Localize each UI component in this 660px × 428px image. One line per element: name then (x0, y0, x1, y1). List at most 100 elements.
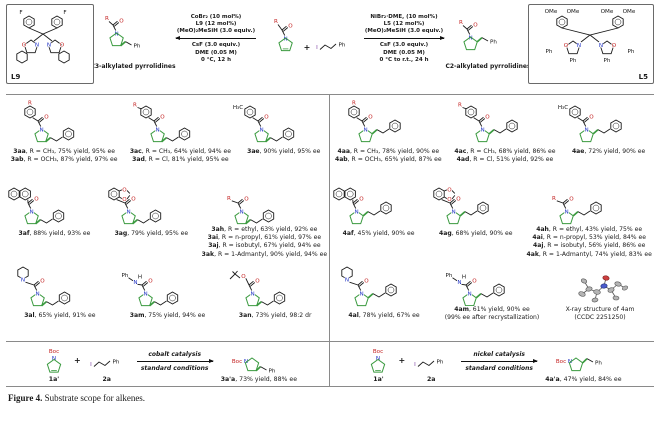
atom-n: N (354, 210, 358, 216)
ligand-l9-label: L9 (11, 73, 21, 81)
compound-cell-4ag: O O O N 4ag, 68% yield, 90% ee (427, 177, 524, 259)
compound-cell-4am: Ph N H O N 4am, 61% yield, 90% ee (99% e… (438, 259, 546, 341)
phenyl-label: Ph (595, 361, 602, 367)
atom-n: N (156, 128, 160, 134)
r-group-label: R (274, 19, 278, 25)
atom-o: O (44, 115, 49, 121)
structure-4af: O N (332, 187, 431, 230)
compound-cell-4al: N O N 4al, 78% yield, 67% ee (330, 259, 438, 341)
atom-o: O (35, 197, 40, 203)
r-group-label: R (458, 103, 462, 109)
atom-o: O (569, 197, 574, 203)
ligand-l5-label: L5 (638, 73, 648, 81)
atom-o: O (359, 197, 364, 203)
compound-labels: 3ag, 79% yield, 95% ee (115, 230, 189, 238)
plus-sign: + (304, 43, 311, 52)
arrow-text-bottom: standard conditions (140, 365, 209, 372)
ligand-l5-box: OMe OMe OMe OMe N N O O Ph Ph Ph Ph L5 (528, 4, 654, 84)
compound-line: 3ac, R = CH₃, 64% yield, 94% ee (129, 148, 231, 155)
atom-o: O (447, 197, 452, 203)
condition-line: CsF (3.0 equiv.) (379, 42, 429, 49)
atom-n: N (480, 128, 484, 134)
phenyl-label: Ph (268, 369, 275, 375)
compound-cell-3aa-3ab: R O N 3aa, R = CH₃, 75% yield, 95% ee 3a… (6, 95, 122, 177)
boc-label: Boc (49, 349, 59, 355)
compound-cell-4ac-4ad: R O N 4ac, R = CH₃, 68% yield, 86% ee 4a… (447, 95, 564, 177)
ome-label: OMe (601, 9, 614, 15)
reagent-2a: I Ph 2a (85, 346, 129, 383)
compound-line: 3ak, R = 1-Admantyl, 90% yield, 94% ee (201, 250, 328, 258)
atom-n: N (40, 128, 44, 134)
cobalt-arrow-block: cobalt catalysis standard conditions (133, 351, 217, 378)
reaction-arrow-icon (136, 359, 214, 363)
r-group-label: R (352, 101, 356, 107)
nickel-arrow-block: nickel catalysis standard conditions (457, 351, 541, 378)
structure-3am: Ph N H O N (120, 272, 220, 312)
compound-labels: 3al, 65% yield, 91% ee (24, 312, 95, 320)
compound-cell-3ag: O O O N 3ag, 79% yield, 95% ee (103, 177, 200, 259)
compound-line: 4aj, R = isobutyl, 56% yield, 86% ee (532, 242, 646, 250)
xray-cell-4am: X-ray structure of 4am (CCDC 2251250) (546, 259, 654, 341)
condition-line: L5 (12 mol%) (383, 21, 425, 28)
row-3-right: N O N 4al, 78% yield, 67% ee Ph N (330, 259, 654, 341)
atom-o: O (255, 279, 260, 285)
phenyl-label: Ph (339, 43, 346, 49)
reagent-2a: I Ph 2a (409, 346, 453, 383)
compound-cell-4ae: H₃C O N 4ae, 72% yield, 90% ee (557, 95, 654, 177)
compound-labels: 4ah, R = ethyl, 43% yield, 75% ee 4ai, R… (526, 226, 651, 259)
phenyl-label: Ph (121, 273, 128, 279)
atom-o: O (264, 115, 269, 121)
atom-o: O (245, 197, 250, 203)
compound-id: 2a (426, 376, 436, 383)
compound-line: 3aj, R = isobutyl, 67% yield, 94% ee (208, 242, 321, 250)
compound-line: 3af, 88% yield, 93% ee (18, 230, 91, 237)
compound-line: 3ae, 90% yield, 95% ee (247, 148, 321, 155)
compound-cell-4ah-4ak: R O N 4ah, R = ethyl, 43% yield, 75% ee … (524, 177, 654, 259)
compound-line: 4am, 61% yield, 90% ee (454, 306, 530, 313)
nickel-conditions-block: NiBr₂·DME, (10 mol%) L5 (12 mol%) (MeO)₂… (360, 4, 448, 64)
condition-line: CoBr₂ (10 mol%) (190, 14, 242, 20)
structure-2a: I Ph (89, 359, 120, 369)
methyl-label: H₃C (557, 105, 567, 111)
arrow-text-top: cobalt catalysis (148, 351, 202, 358)
xray-caption-line: (CCDC 2251250) (574, 314, 626, 322)
xray-structure-image (578, 275, 629, 303)
atom-n: N (284, 37, 288, 43)
methyl-label: H₃C (233, 105, 243, 111)
c2-product-type-label: C2-alkylated pyrrolidines (445, 63, 531, 70)
compound-line: 3an, 73% yield, 98:2 dr (238, 312, 312, 319)
plus-sign: + (398, 356, 406, 365)
phenyl-label: Ph (628, 49, 635, 55)
c3-product-type-label: C3-alkylated pyrrolidines (90, 63, 176, 70)
condition-line: 0 °C, 12 h (200, 56, 232, 63)
atom-o: O (132, 197, 137, 203)
caption-label: Figure 4. (8, 393, 43, 403)
atom-o: O (456, 197, 461, 203)
atom-o: O (589, 115, 594, 121)
phenyl-label: Ph (437, 360, 444, 366)
compound-labels: 3af, 88% yield, 93% ee (19, 230, 91, 238)
phenyl-label: Ph (546, 49, 553, 55)
phenyl-label: Ph (604, 58, 611, 64)
atom-n: N (468, 292, 472, 298)
ome-label: OMe (623, 9, 636, 15)
condition-line: NiBr₂·DME, (10 mol%) (370, 14, 438, 20)
structure-3ae: H₃C O N (232, 104, 336, 148)
compound-labels: 3ah, R = ethyl, 63% yield, 92% ee 3ai, R… (202, 226, 327, 259)
r-group-label: R (459, 20, 463, 26)
compound-labels: 4aa, R = CH₃, 78% yield, 90% ee 4ab, R =… (335, 148, 442, 164)
compound-line: 4ak, R = 1-Admantyl, 74% yield, 83% ee (526, 250, 652, 258)
product-3a-prime-a: Boc N Ph 3a'a, 73% yield, 88% ee (221, 346, 297, 383)
caption-text: Substrate scope for alkenes. (42, 393, 146, 403)
compound-cell-3ae: H₃C O N 3ae, 90% yield, 95% ee (232, 95, 329, 177)
atom-o: O (161, 115, 166, 121)
atom-n: N (599, 43, 603, 49)
ligand-l9-structure: F F N N O O (16, 9, 70, 64)
compound-labels: 3ae, 90% yield, 95% ee (247, 148, 320, 156)
figure-caption: Figure 4. Substrate scope for alkenes. (6, 387, 654, 403)
atom-o: O (22, 43, 27, 49)
compound-labels: 4ae, 72% yield, 90% ee (572, 148, 645, 156)
compound-line: 4ae, 72% yield, 90% ee (571, 148, 646, 155)
atom-n: N (345, 278, 349, 284)
